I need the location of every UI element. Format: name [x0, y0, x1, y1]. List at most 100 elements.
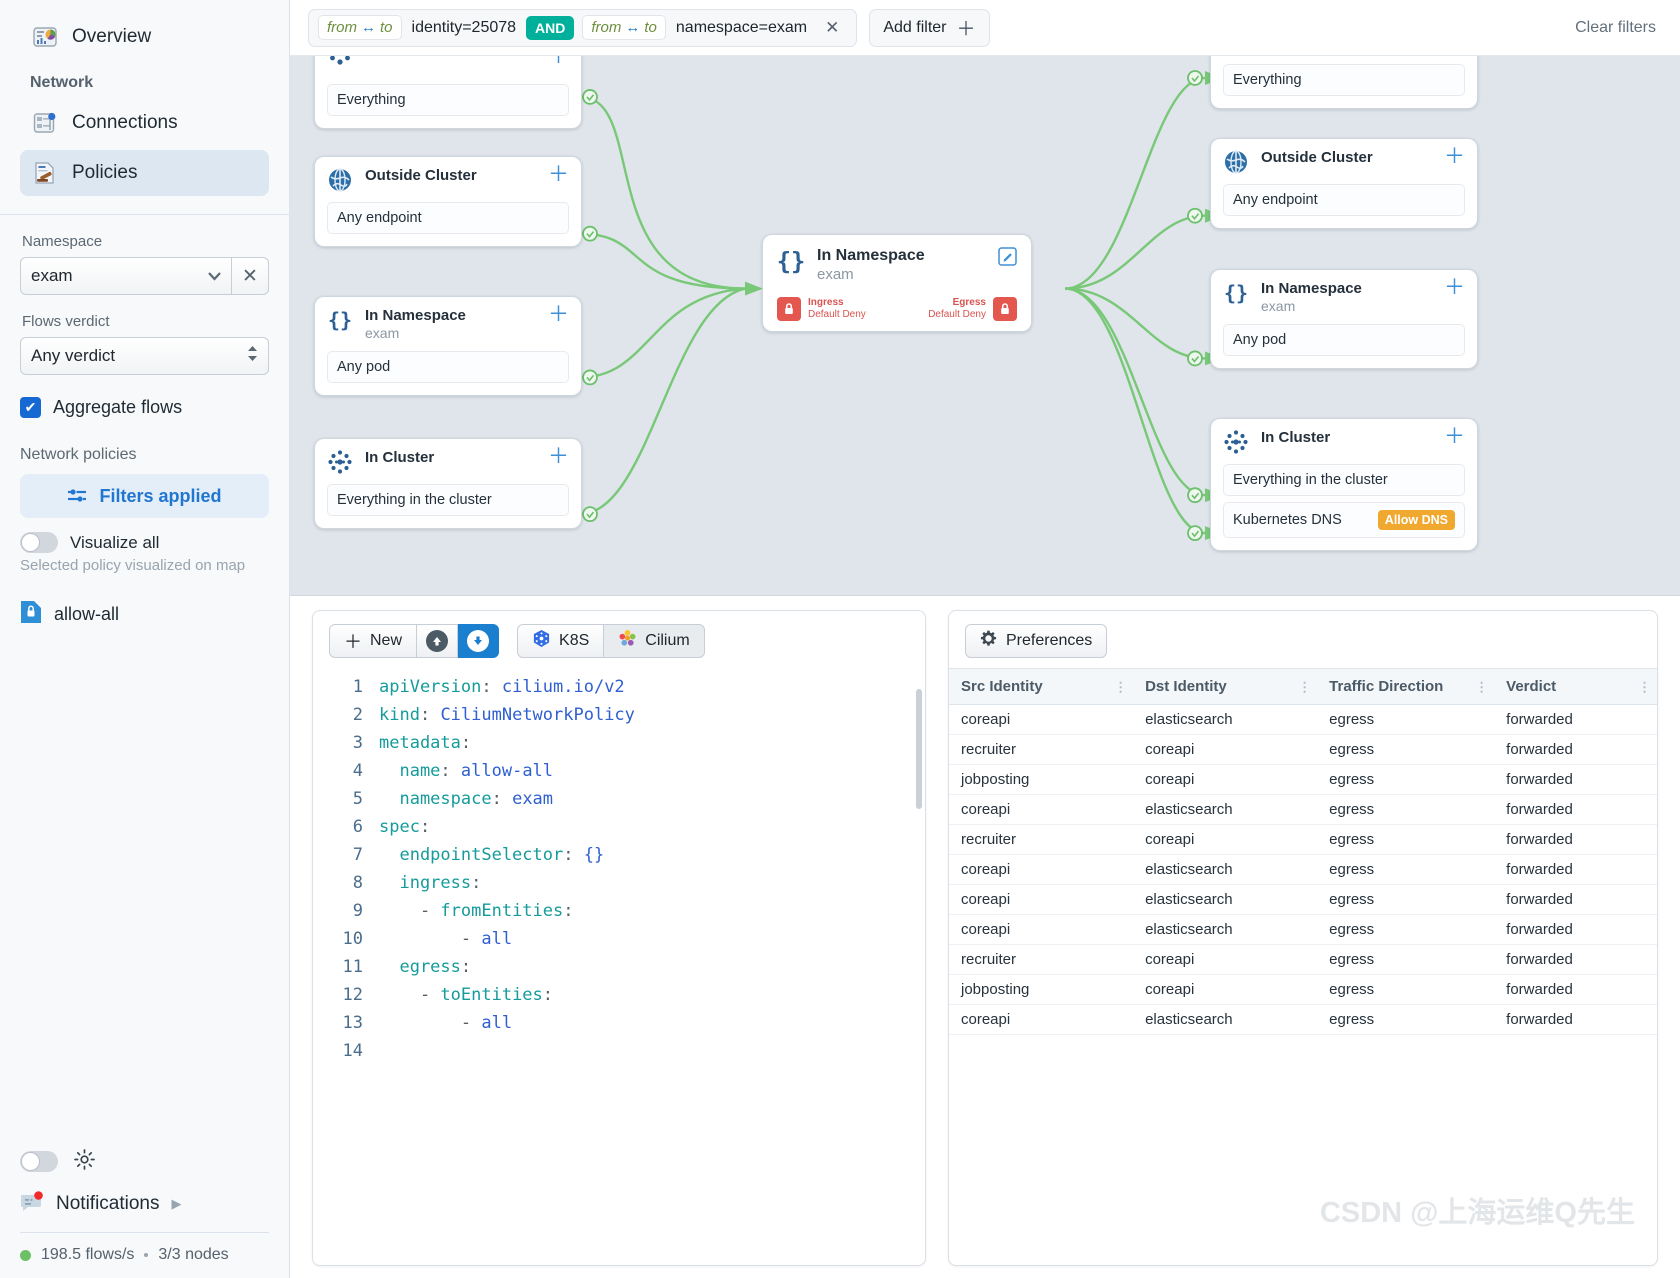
- map-node-add-icon[interactable]: ＋: [548, 303, 569, 326]
- edit-icon[interactable]: [998, 247, 1017, 270]
- plus-icon: ＋: [956, 19, 976, 40]
- table-header-row: Src Identity ⋮ Dst Identity ⋮ Traffic Di…: [949, 668, 1657, 705]
- code-line: 12 - toEntities:: [313, 981, 925, 1009]
- add-filter-button[interactable]: Add filter ＋: [869, 8, 990, 47]
- tab-cilium[interactable]: Cilium: [604, 624, 705, 658]
- editor-scrollbar[interactable]: [916, 689, 922, 809]
- map-node-right-everything[interactable]: ＋ Everything: [1210, 56, 1478, 109]
- flow-traffic-direction: egress: [1317, 734, 1495, 765]
- code-line-text: kind: CiliumNetworkPolicy: [379, 705, 635, 725]
- map-node-add-icon[interactable]: ＋: [1444, 145, 1465, 168]
- notifications-button[interactable]: Notifications ▶: [20, 1184, 269, 1232]
- flow-src-identity: coreapi: [949, 914, 1134, 945]
- map-node-add-icon[interactable]: ＋: [1444, 276, 1465, 299]
- aggregate-flows-checkbox[interactable]: ✔ Aggregate flows: [20, 397, 269, 418]
- map-node-left-outside-cluster[interactable]: Outside Cluster ＋ Any endpoint: [314, 156, 582, 247]
- map-node-row[interactable]: Everything in the cluster: [1223, 464, 1465, 496]
- map-node-add-icon[interactable]: ＋: [548, 445, 569, 468]
- namespace-clear-button[interactable]: ✕: [231, 257, 269, 295]
- map-node-titles: Outside Cluster: [1261, 149, 1432, 166]
- filter-and-operator[interactable]: AND: [526, 15, 575, 40]
- download-policy-button[interactable]: [458, 624, 500, 658]
- map-node-right-in-namespace[interactable]: {} In Namespace exam ＋ Any pod: [1210, 269, 1478, 370]
- map-node-row[interactable]: Any endpoint: [1223, 184, 1465, 216]
- code-line: 9 - fromEntities:: [313, 897, 925, 925]
- flow-verdict: forwarded: [1494, 884, 1657, 915]
- column-traffic-direction[interactable]: Traffic Direction ⋮: [1317, 668, 1495, 705]
- map-node-center-in-namespace[interactable]: {} In Namespace exam: [762, 234, 1032, 332]
- visualize-all-toggle-row: Visualize all: [20, 532, 269, 553]
- map-node-row[interactable]: Everything in the cluster: [327, 484, 569, 516]
- map-node-subtitle: exam: [1261, 298, 1296, 315]
- map-node-row[interactable]: Everything: [1223, 64, 1465, 96]
- sidebar-item-overview[interactable]: Overview: [20, 14, 269, 60]
- braces-icon: {}: [777, 247, 806, 276]
- map-node-add-icon[interactable]: ＋: [1444, 425, 1465, 448]
- visualize-all-toggle[interactable]: [20, 532, 58, 553]
- map-node-row-dns[interactable]: Kubernetes DNS Allow DNS: [1223, 502, 1465, 538]
- flow-verdict: forwarded: [1494, 824, 1657, 855]
- column-src-identity[interactable]: Src Identity ⋮: [949, 668, 1134, 705]
- map-node-left-everything[interactable]: ＋ Everything: [314, 56, 582, 129]
- theme-toggle[interactable]: [20, 1151, 58, 1172]
- sun-icon: [74, 1149, 95, 1174]
- preferences-button[interactable]: Preferences: [965, 624, 1108, 658]
- map-node-row[interactable]: Any endpoint: [327, 202, 569, 234]
- new-policy-button[interactable]: ＋ New: [329, 624, 418, 658]
- filter-remove-icon[interactable]: ✕: [825, 17, 840, 37]
- filter-direction-badge-2[interactable]: from ↔ to: [582, 15, 666, 40]
- bottom-panels: ＋ New: [290, 596, 1680, 1278]
- sidebar-item-connections[interactable]: Connections: [20, 100, 269, 146]
- upload-policy-button[interactable]: [417, 624, 459, 658]
- column-resize-grip-icon[interactable]: ⋮: [1638, 679, 1651, 694]
- column-resize-grip-icon[interactable]: ⋮: [1298, 679, 1312, 694]
- column-dst-identity[interactable]: Dst Identity ⋮: [1133, 668, 1318, 705]
- svg-text:{}: {}: [1224, 281, 1248, 305]
- column-resize-grip-icon[interactable]: ⋮: [1475, 679, 1489, 694]
- map-node-add-icon[interactable]: ＋: [548, 56, 569, 68]
- map-node-row-label: Everything in the cluster: [337, 492, 492, 508]
- status-separator: [144, 1253, 149, 1257]
- namespace-select[interactable]: exam: [20, 257, 231, 295]
- map-node-add-icon[interactable]: ＋: [548, 163, 569, 186]
- map-node-row[interactable]: Any pod: [327, 351, 569, 384]
- map-node-row[interactable]: Any pod: [1223, 324, 1465, 357]
- code-line: 14: [313, 1037, 925, 1065]
- map-node-left-in-cluster[interactable]: In Cluster ＋ Everything in the cluster: [314, 438, 582, 529]
- filter-value-1[interactable]: identity=25078: [411, 18, 517, 36]
- flow-verdict: forwarded: [1494, 734, 1657, 765]
- column-verdict[interactable]: Verdict ⋮: [1494, 668, 1657, 705]
- map-node-left-in-namespace[interactable]: {} In Namespace exam ＋ Any pod: [314, 296, 582, 397]
- preferences-label: Preferences: [1006, 632, 1093, 649]
- column-resize-grip-icon[interactable]: ⋮: [1114, 679, 1128, 694]
- filter-direction-badge-1[interactable]: from ↔ to: [318, 15, 402, 40]
- main-area: from ↔ to identity=25078 AND from ↔ to n…: [290, 0, 1680, 1278]
- map-node-row[interactable]: Everything: [327, 84, 569, 116]
- map-node-right-in-cluster[interactable]: In Cluster ＋ Everything in the cluster K…: [1210, 418, 1478, 551]
- map-node-row-label: Any pod: [337, 359, 391, 376]
- code-line-number: 6: [352, 817, 363, 837]
- lock-icon: [993, 296, 1017, 321]
- map-node-subtitle: exam: [817, 266, 854, 284]
- filter-value-2[interactable]: namespace=exam: [675, 18, 808, 36]
- policy-map[interactable]: ＋ Everything Outside Cluster ＋ A: [290, 56, 1680, 596]
- map-node-right-outside-cluster[interactable]: Outside Cluster ＋ Any endpoint: [1210, 138, 1478, 229]
- sidebar-item-policies[interactable]: Policies: [20, 150, 269, 196]
- flows-verdict-select[interactable]: Any verdict: [20, 337, 269, 375]
- tab-k8s[interactable]: K8S: [517, 624, 605, 658]
- filters-applied-button[interactable]: Filters applied: [20, 474, 269, 518]
- clear-filters-button[interactable]: Clear filters: [1575, 18, 1656, 36]
- policy-list-item-allow-all[interactable]: allow-all: [20, 600, 269, 628]
